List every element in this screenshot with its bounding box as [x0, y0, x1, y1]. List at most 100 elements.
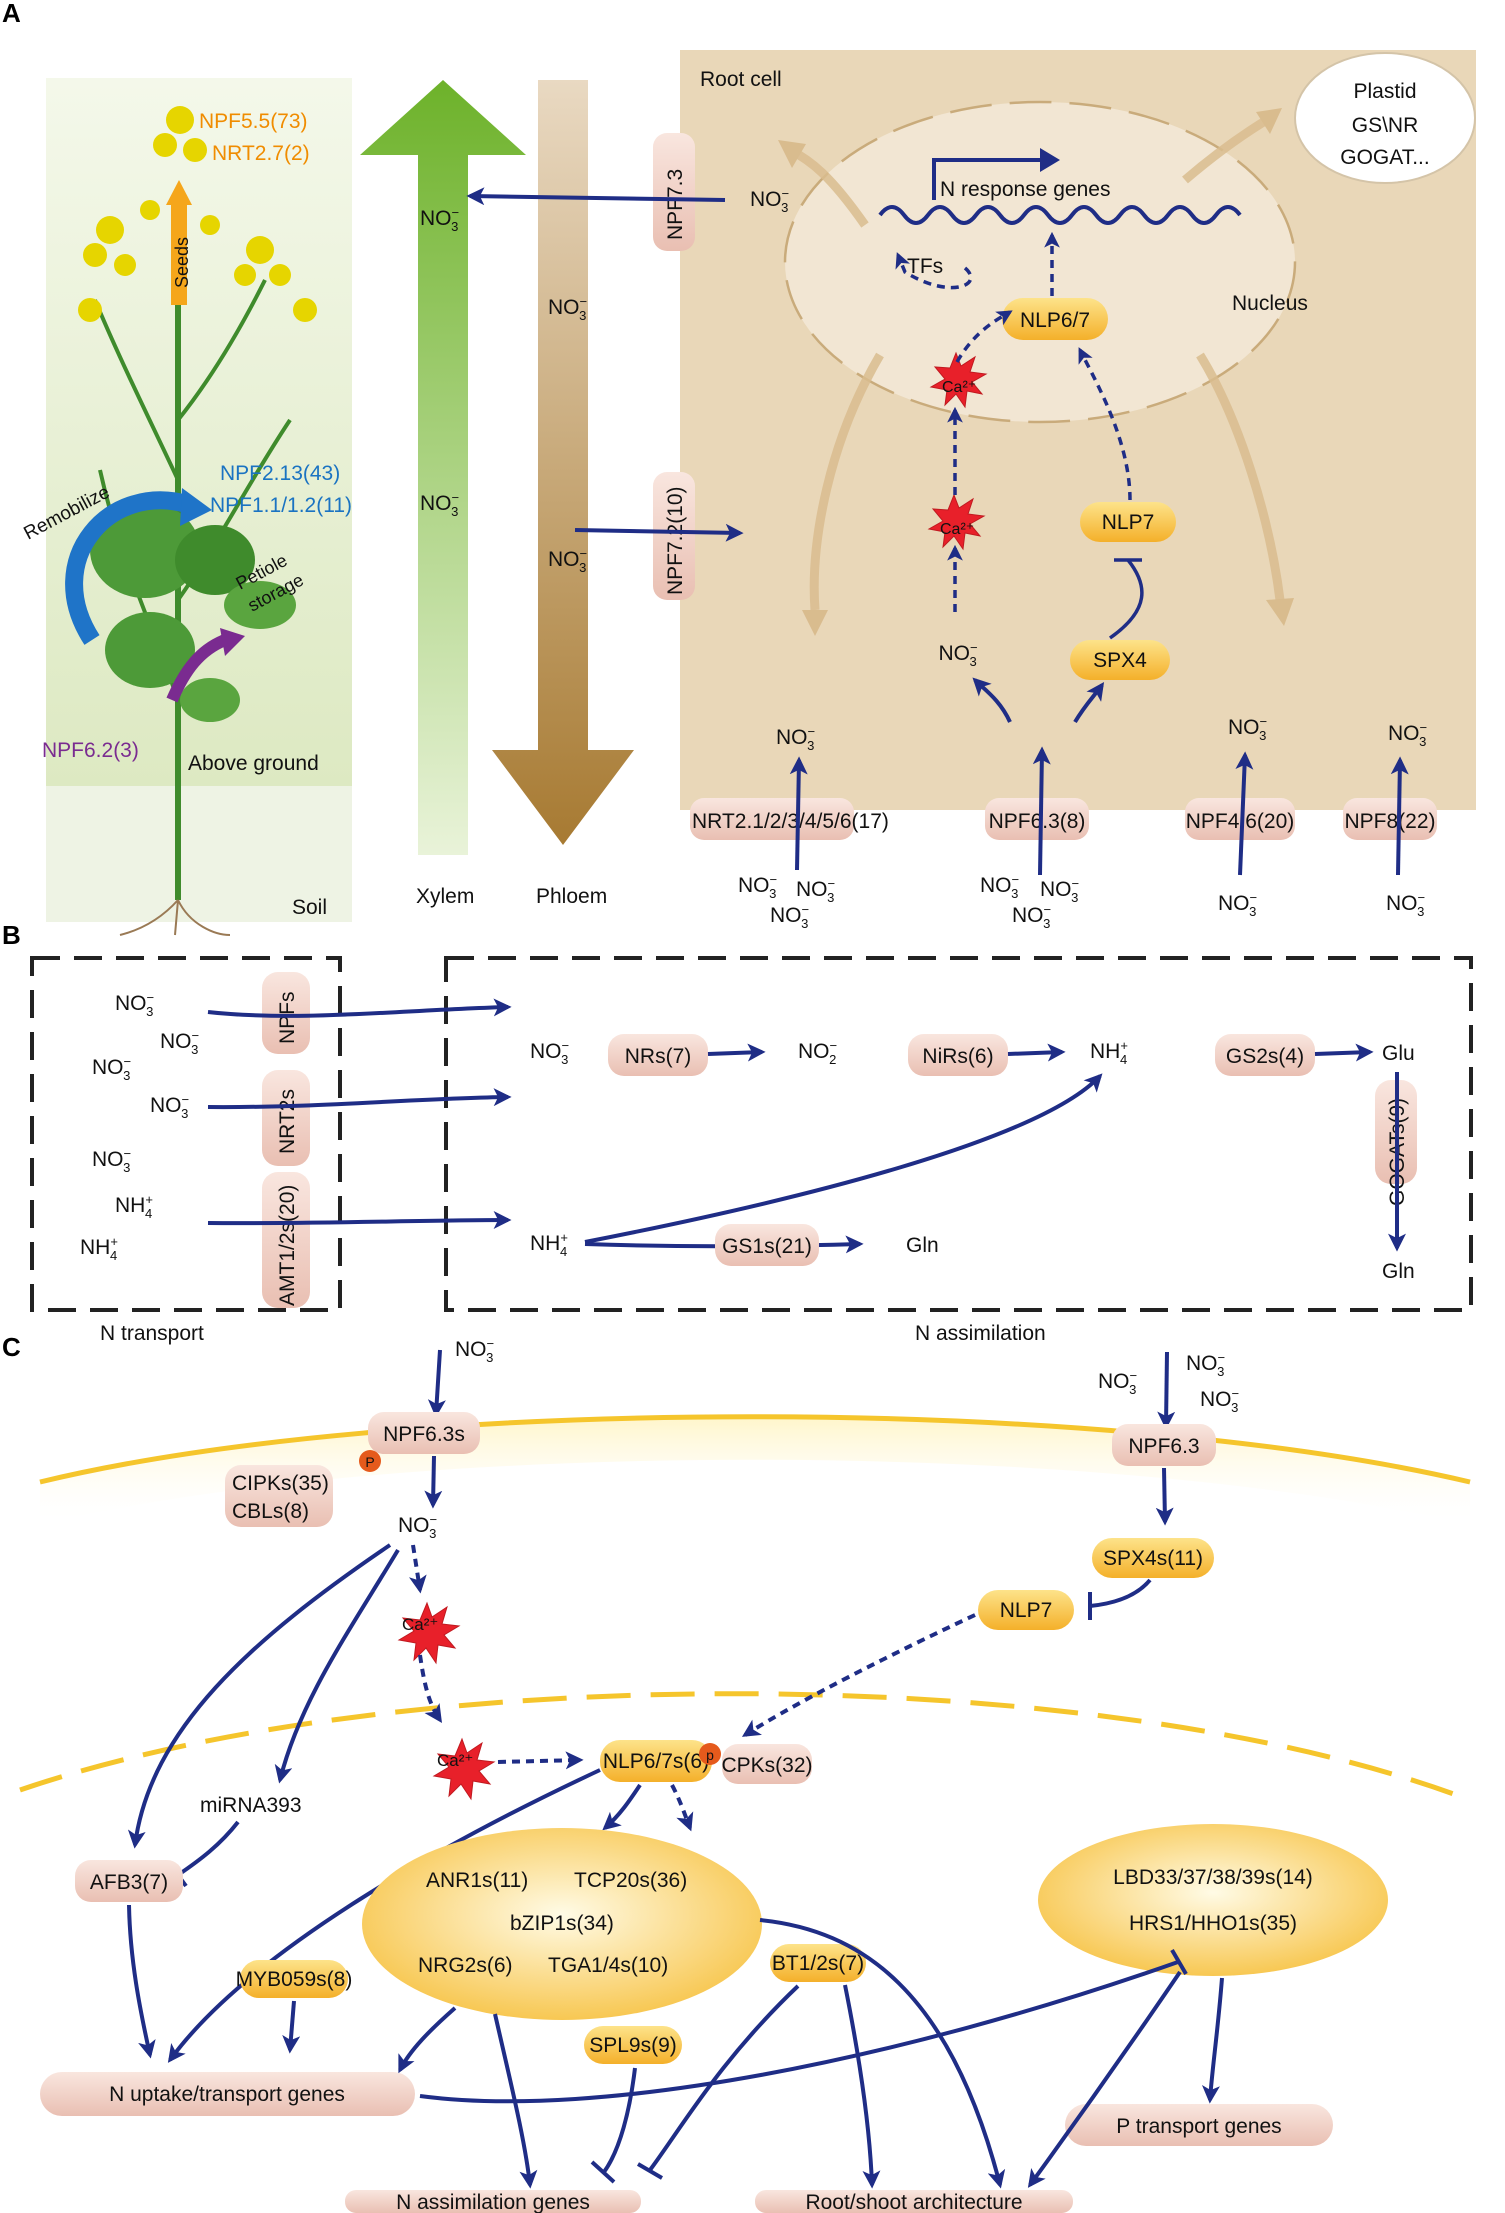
n-uptake-genes-box	[40, 2072, 415, 2116]
gs1s-enzyme	[715, 1224, 819, 1266]
no3-phloem-1: NO−3	[548, 294, 587, 323]
nrt21-label: NRT2.1/2/3/4/5/6(17)	[692, 810, 889, 833]
nrs-arrow	[707, 1043, 766, 1062]
root-shoot-label: Root/shoot architecture	[805, 2191, 1022, 2213]
spx4s-inhibits-nlp7	[1089, 1578, 1152, 1608]
n-assimilation-box	[444, 956, 1473, 1312]
tf-complex	[362, 1828, 762, 2020]
tcp-label: TCP20s(36)	[574, 1869, 687, 1892]
phospho-p-2	[699, 1743, 721, 1765]
nrt27-label: NRT2.7(2)	[212, 142, 310, 165]
no3-xylem-2: NO−3	[420, 490, 459, 519]
dna-strand	[878, 205, 1242, 225]
spl-node	[584, 2026, 682, 2064]
nirs-arrow	[1007, 1043, 1066, 1062]
no3-c-right: NO−3 NO−3 NO−3	[1098, 1350, 1239, 1415]
nucleus-export-arrowheads	[778, 108, 1294, 636]
n-assimilation-label: N assimilation	[915, 1322, 1046, 1345]
svg-text:NO−3: NO−3	[1012, 902, 1051, 931]
nlp7-label: NLP7	[1102, 511, 1155, 534]
panel-b-label: B	[2, 920, 21, 950]
uptake-arrows	[789, 746, 1409, 876]
ca-star-c1	[397, 1601, 461, 1665]
npf73-transporter	[653, 133, 695, 251]
spx4-node	[1070, 640, 1170, 680]
storage-arrowhead	[220, 628, 245, 656]
panel-c-label: C	[2, 1332, 21, 1362]
npf8-transporter	[1343, 798, 1437, 840]
amt-transporter	[262, 1172, 310, 1308]
myb-to-n-uptake-arrow	[282, 2000, 301, 2054]
svg-text:NO−3: NO−3	[1186, 1350, 1225, 1379]
phospho-p-1-label: P	[365, 1454, 374, 1470]
npf8-label: NPF8(22)	[1344, 810, 1435, 833]
npf11-label: NPF1.1/1.2(11)	[210, 494, 352, 517]
plasma-membrane	[39, 1414, 1471, 1485]
svg-text:NO−3: NO−3	[1098, 1368, 1137, 1397]
svg-text:NO−3: NO−3	[1228, 714, 1267, 743]
bt-label: BT1/2s(7)	[772, 1952, 864, 1975]
no3-cytosol-label: NO−3	[938, 640, 977, 669]
n-transport-box	[30, 956, 342, 1312]
root-shoot-box	[755, 2190, 1073, 2213]
svg-text:NO−3: NO−3	[160, 1028, 199, 1057]
no3-phloem-2: NO−3	[548, 546, 587, 575]
no2-b: NO−2	[798, 1038, 837, 1067]
npf55-label: NPF5.5(73)	[199, 110, 308, 133]
bt-node	[770, 1944, 866, 1982]
plastid	[1294, 52, 1476, 184]
ca-to-nlp67-arrow	[955, 310, 1013, 363]
mirna-label: miRNA393	[200, 1794, 302, 1817]
phloem-label: Phloem	[536, 885, 607, 908]
npf46-label: NPF4.6(20)	[1186, 810, 1295, 833]
nuclear-envelope	[19, 1691, 1471, 1803]
npf63-transporter-a	[985, 798, 1089, 840]
seeds-label: Seeds	[172, 237, 192, 288]
npf62-label: NPF6.2(3)	[42, 739, 139, 762]
svg-text:NO−3: NO−3	[1040, 876, 1079, 905]
xylem-arrow	[360, 80, 526, 855]
remobilize-arrow	[65, 491, 193, 645]
no3-to-mirna-arrow	[274, 1548, 400, 1784]
soil-no3-pool: NO−3 NO−3 NO−3 NO−3 NO−3 NH+4 NH+4	[80, 990, 199, 1263]
no3-to-ca-c-arrow	[408, 1544, 427, 1594]
npf72-influx-arrow	[574, 523, 744, 542]
transcription-arrowhead	[1040, 148, 1060, 172]
no3-to-afb3-arrow	[127, 1543, 392, 1849]
soil-background	[46, 786, 352, 922]
npf63-c-transporter	[1112, 1424, 1216, 1466]
transcription-start-arrow	[932, 158, 1050, 200]
npf73-label: NPF7.3	[664, 169, 687, 240]
nlp7-to-nlp67s-arrow	[741, 1613, 976, 1737]
cipks-cbls-node	[225, 1465, 333, 1527]
tfs-label: TFs	[907, 255, 943, 278]
storage-arrow	[166, 634, 228, 703]
npf46-transporter	[1185, 798, 1295, 840]
npf213-label: NPF2.13(43)	[220, 462, 340, 485]
ca-label-cytosol: Ca²⁺	[940, 521, 974, 538]
gs2s-enzyme	[1215, 1034, 1315, 1076]
ca-star-cytosol	[927, 493, 986, 551]
svg-text:NH+4: NH+4	[80, 1234, 118, 1263]
p-transport-label: P transport genes	[1116, 2115, 1281, 2138]
n-assimilation-genes-box	[345, 2190, 641, 2213]
svg-text:NO−3: NO−3	[115, 990, 154, 1019]
hrs-label: HRS1/HHO1s(35)	[1129, 1912, 1297, 1935]
nh4-to-assimilation-arrow	[584, 1073, 1103, 1244]
n-assim-genes-label: N assimilation genes	[396, 2191, 590, 2213]
cpks-label: CPKs(32)	[721, 1754, 812, 1777]
npf63-label-a: NPF6.3(8)	[989, 810, 1086, 833]
no3-c-cytosol: NO−3	[398, 1512, 437, 1541]
bzip-label: bZIP1s(34)	[510, 1912, 614, 1935]
remobilize-arrowhead	[180, 488, 212, 526]
no3-xylem-1: NO−3	[420, 205, 459, 234]
nucleus	[783, 100, 1297, 424]
nh4-b: NH+4	[1090, 1038, 1128, 1067]
glu-label: Glu	[1382, 1042, 1415, 1065]
nlp67s-label: NLP6/7s(6)	[603, 1750, 709, 1773]
gln-right-label: Gln	[1382, 1260, 1415, 1283]
svg-text:NO−3: NO−3	[1218, 890, 1257, 919]
nrg-label: NRG2s(6)	[418, 1954, 513, 1977]
nlp7-c-node	[978, 1590, 1074, 1630]
